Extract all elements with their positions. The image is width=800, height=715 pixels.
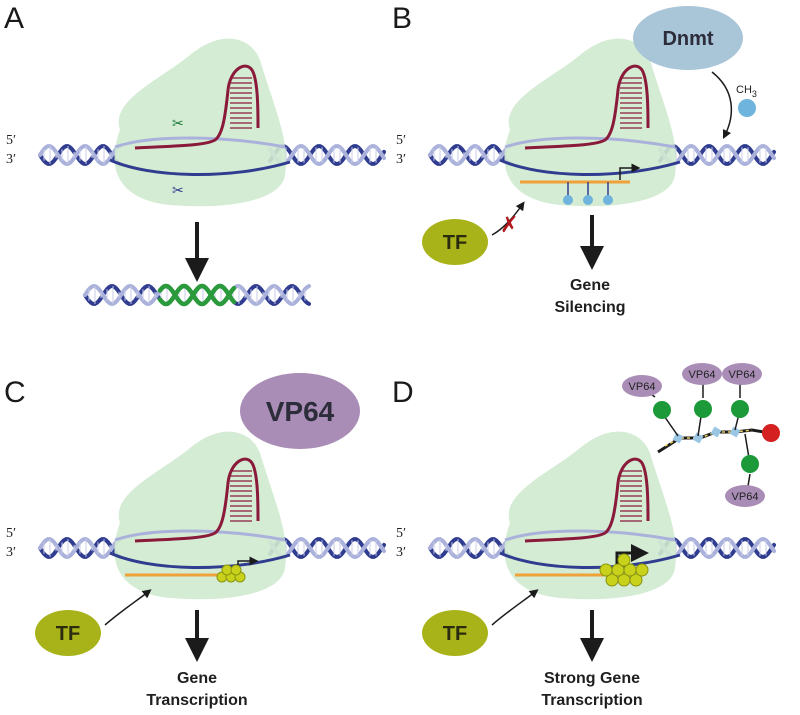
methylation-arrow [711, 71, 733, 140]
dna-bubble-bottom [109, 158, 291, 176]
vp64-tag: VP64 [722, 363, 762, 385]
ch3-label: CH3 [736, 84, 757, 99]
methyl-ball [738, 99, 756, 117]
dcas9-complex [114, 431, 286, 600]
panel-d: D 5′ 3′ [392, 363, 780, 709]
dna-strand [658, 537, 776, 559]
dna-strand [268, 537, 386, 559]
cas9-complex [114, 38, 286, 207]
dna-bubble-bottom [499, 551, 681, 569]
edited-segment [157, 283, 237, 307]
red-ball [762, 424, 780, 442]
dna-strand [268, 144, 386, 166]
svg-text:VP64: VP64 [629, 381, 656, 393]
panel-label-c: C [4, 376, 26, 409]
block-x-icon: ✗ [500, 212, 518, 237]
vp64-tag: VP64 [622, 375, 662, 397]
panel-label-b: B [392, 2, 412, 35]
scissors-icon: ✂ [172, 115, 184, 131]
dna-bubble-top [114, 136, 286, 149]
tf-protein [422, 610, 488, 656]
strand-5-label: 5′ [396, 526, 406, 541]
guide-rna [134, 457, 260, 543]
dna-strand [658, 144, 776, 166]
vp64-tag: VP64 [682, 363, 722, 385]
guide-rna [134, 64, 260, 150]
binding-arrow [104, 589, 152, 626]
panel-b: B 5′ 3′ Dnmt CH3 TF ✗ Gene Silencing [392, 2, 776, 316]
suntag-scaffold [647, 384, 780, 487]
vp64-tag: VP64 [725, 485, 765, 507]
methyl-groups [563, 182, 613, 205]
dna-bubble-top [504, 136, 676, 149]
dnmt-label: Dnmt [662, 28, 713, 50]
tf-protein [422, 219, 488, 265]
strand-3-label: 3′ [6, 545, 16, 560]
strand-3-label: 3′ [6, 152, 16, 167]
tf-label: TF [443, 623, 467, 645]
strand-5-label: 5′ [6, 526, 16, 541]
panel-label-d: D [392, 376, 414, 409]
dna-bubble-top [114, 529, 286, 542]
svg-text:VP64: VP64 [689, 369, 716, 381]
rna-polymerase-cluster [216, 564, 246, 583]
panel-label-a: A [4, 2, 24, 35]
strand-3-label: 3′ [396, 152, 406, 167]
binding-arrow [491, 589, 539, 626]
dna-bubble-bottom [499, 158, 681, 176]
blocked-binding-arrow [491, 201, 525, 236]
dna-helix [428, 144, 776, 166]
strand-3-label: 3′ [396, 545, 406, 560]
caption-line-1: Gene [570, 277, 610, 294]
tf-label: TF [443, 232, 467, 254]
caption-line-2: Transcription [146, 692, 247, 709]
tf-label: TF [56, 623, 80, 645]
dna-helix [38, 144, 386, 166]
caption-line-1: Strong Gene [544, 670, 640, 687]
tss-arrow-icon [619, 163, 641, 180]
guide-rna [524, 64, 650, 150]
edited-segment [157, 283, 237, 307]
dna-bubble-bottom [109, 551, 291, 569]
svg-text:VP64: VP64 [732, 491, 759, 503]
panel-a: A 5′ 3′ ✂ ✂ [4, 2, 386, 307]
rna-polymerase-cluster-large [599, 553, 649, 587]
panel-c: C 5′ 3′ VP64 TF Gene Transcription [4, 373, 386, 709]
dna-helix [428, 537, 776, 559]
caption-line-2: Silencing [554, 299, 625, 316]
tf-protein [35, 610, 101, 656]
dna-bubble-top [504, 529, 676, 542]
vp64-label: VP64 [266, 396, 335, 427]
dna-helix [38, 537, 386, 559]
svg-text:VP64: VP64 [729, 369, 756, 381]
caption-line-1: Gene [177, 670, 217, 687]
scissors-icon: ✂ [172, 182, 184, 198]
vp64-activator [240, 373, 360, 449]
strand-5-label: 5′ [6, 133, 16, 148]
dnmt-enzyme [633, 6, 743, 70]
strand-5-label: 5′ [396, 133, 406, 148]
guide-rna [524, 457, 650, 543]
edited-dna-helix [83, 283, 311, 307]
caption-line-2: Transcription [541, 692, 642, 709]
